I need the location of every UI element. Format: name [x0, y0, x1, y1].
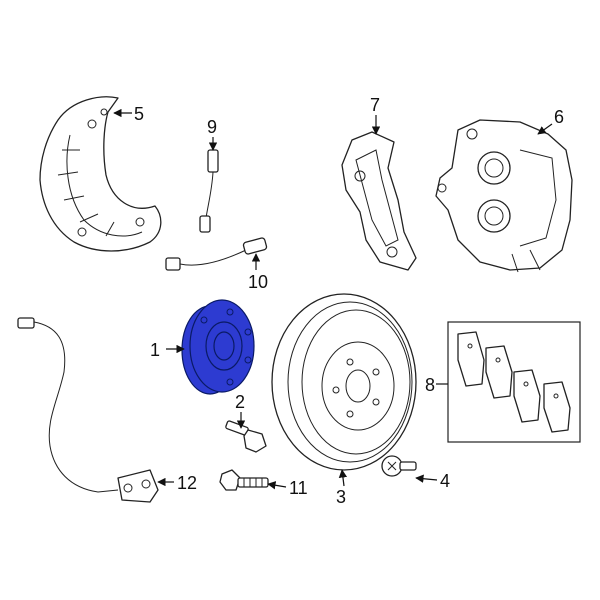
hub-bolt[interactable] — [225, 420, 267, 453]
brake-wear-sensor[interactable] — [199, 149, 219, 233]
callout-9: 9 — [207, 117, 217, 137]
callout-12: 12 — [177, 473, 197, 493]
leader-lines — [113, 108, 553, 490]
caliper-bracket[interactable] — [341, 131, 417, 271]
callout-6: 6 — [554, 107, 564, 127]
callout-1: 1 — [150, 340, 160, 360]
callout-2: 2 — [235, 392, 245, 412]
callout-4: 4 — [440, 471, 450, 491]
callout-10: 10 — [248, 272, 268, 292]
brake-caliper[interactable] — [435, 119, 573, 273]
hub-flange — [189, 299, 255, 393]
callout-7: 7 — [370, 95, 380, 115]
callout-5: 5 — [134, 104, 144, 124]
wheel-hub-assembly[interactable] — [181, 299, 255, 395]
splash-shield[interactable] — [39, 96, 162, 252]
abs-sensor-harness[interactable] — [17, 317, 159, 503]
wear-sensor-harness[interactable] — [165, 237, 268, 271]
brake-rotor[interactable] — [271, 293, 417, 471]
callout-3: 3 — [336, 487, 346, 507]
brake-pad-set[interactable] — [447, 321, 581, 443]
callout-8: 8 — [425, 375, 435, 395]
callout-11: 11 — [289, 478, 308, 498]
caliper-bolt[interactable] — [219, 469, 269, 491]
rotor-screw[interactable] — [381, 455, 417, 477]
